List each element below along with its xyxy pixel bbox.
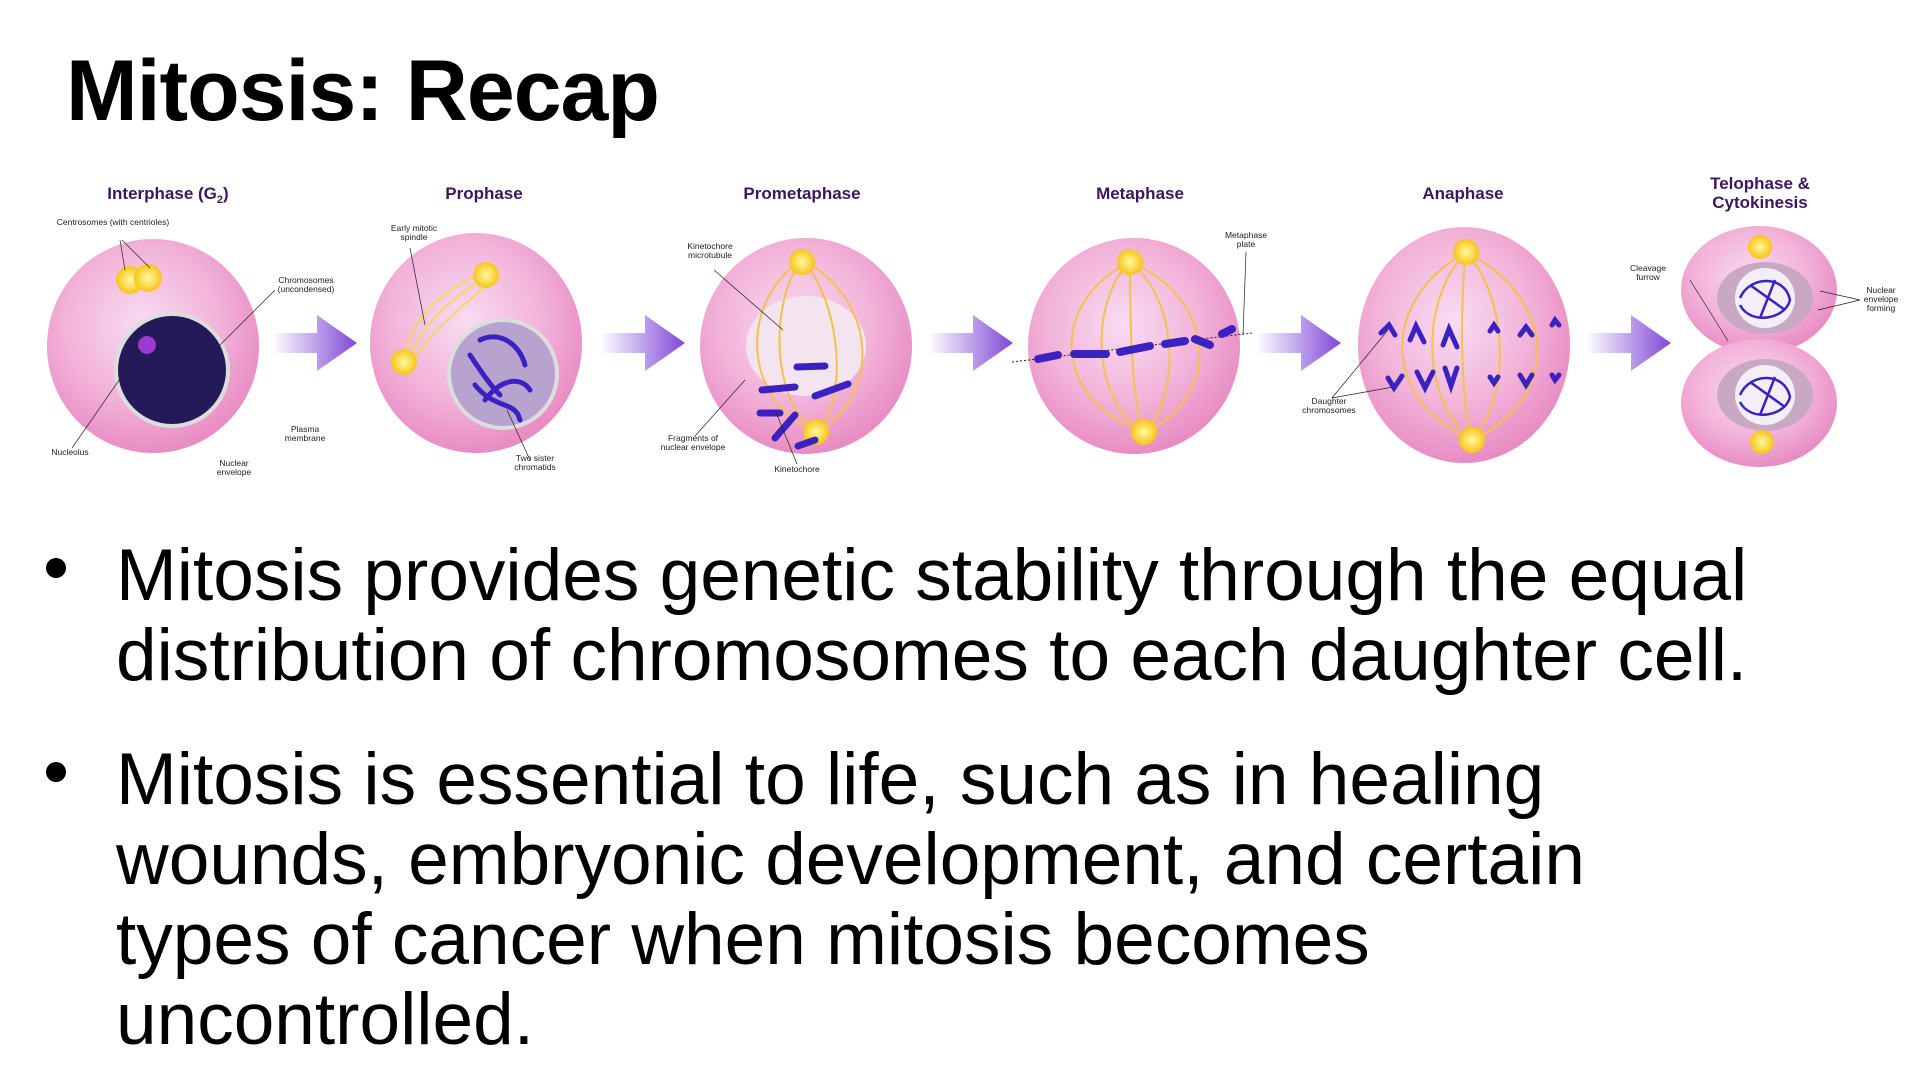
label-daughter-chromosomes: Daughter — [1312, 396, 1347, 406]
label-centrosomes: Centrosomes (with centrioles) — [57, 217, 170, 227]
prometaphase-cell — [694, 238, 912, 465]
phase-title-metaphase: Metaphase — [1096, 184, 1184, 203]
anaphase-cell — [1331, 227, 1570, 463]
label-plasma-membrane: Plasma — [291, 424, 320, 434]
bullet-icon — [46, 762, 66, 782]
label-nucleolus: Nucleolus — [51, 447, 88, 457]
label-kinetochore-microtubule-2: microtubule — [688, 250, 732, 260]
interphase-cell — [47, 239, 276, 453]
label-cleavage-furrow-2: furrow — [1636, 272, 1660, 282]
label-cleavage-furrow: Cleavage — [1630, 263, 1666, 273]
arrow-icon — [1586, 315, 1671, 371]
label-kinetochore: Kinetochore — [774, 464, 820, 474]
phase-title-prophase: Prophase — [445, 184, 522, 203]
label-kinetochore-microtubule: Kinetochore — [687, 241, 733, 251]
slide-title: Mitosis: Recap — [66, 43, 660, 139]
arrow-icon — [272, 315, 357, 371]
label-plasma-membrane-2: membrane — [285, 433, 326, 443]
label-fragments-nuclear-envelope: Fragments of — [668, 433, 719, 443]
label-nuclear-envelope: Nuclear — [219, 458, 248, 468]
label-early-mitotic-spindle: Early mitotic — [391, 223, 438, 233]
label-metaphase-plate: Metaphase — [1225, 230, 1267, 240]
arrow-icon — [1256, 315, 1341, 371]
bullet-icon — [46, 558, 66, 578]
label-fragments-nuclear-envelope-2: nuclear envelope — [661, 442, 726, 452]
label-nuclear-envelope-forming-2: envelope — [1864, 294, 1899, 304]
label-two-sister-chromatids: Two sister — [516, 453, 554, 463]
prophase-cell — [370, 233, 582, 461]
label-chromosomes: Chromosomes — [278, 275, 333, 285]
bullet-text: Mitosis provides genetic stability throu… — [116, 535, 1748, 696]
phase-title-interphase: Interphase (G2) — [107, 184, 228, 206]
phase-title-prometaphase: Prometaphase — [743, 184, 860, 203]
mitosis-diagram: Interphase (G2) Prophase Prometaphase Me… — [47, 174, 1899, 477]
arrow-icon — [928, 315, 1013, 371]
telophase-cell — [1681, 226, 1861, 467]
phase-title-anaphase: Anaphase — [1422, 184, 1503, 203]
label-nuclear-envelope-forming-3: forming — [1867, 303, 1896, 313]
label-two-sister-chromatids-2: chromatids — [514, 462, 556, 472]
label-nuclear-envelope-forming: Nuclear — [1866, 285, 1895, 295]
arrow-icon — [600, 315, 685, 371]
label-chromosomes-2: (uncondensed) — [278, 284, 335, 294]
label-nuclear-envelope-2: envelope — [217, 467, 252, 477]
phase-title-cytokinesis: Cytokinesis — [1712, 193, 1807, 212]
label-metaphase-plate-2: plate — [1237, 239, 1256, 249]
metaphase-cell — [1011, 238, 1253, 454]
label-daughter-chromosomes-2: chromosomes — [1302, 405, 1355, 415]
label-early-mitotic-spindle-2: spindle — [401, 232, 428, 242]
phase-title-telophase: Telophase & — [1710, 174, 1810, 193]
bullet-text: Mitosis is essential to life, such as in… — [116, 739, 1585, 1060]
